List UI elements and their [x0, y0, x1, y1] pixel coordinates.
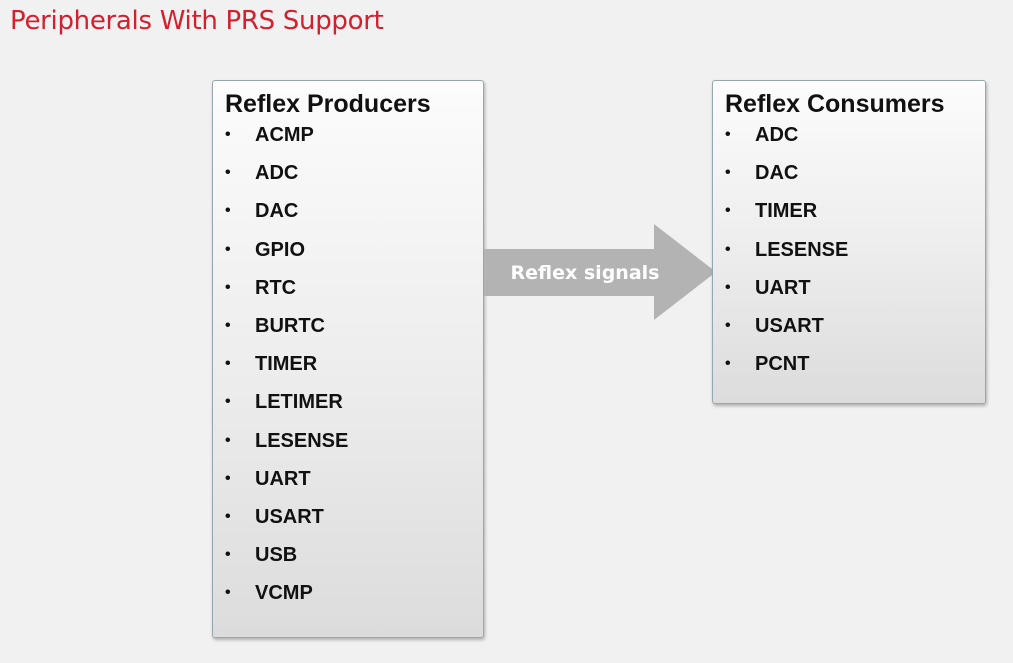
producers-box: Reflex Producers • ACMP • ADC • DAC • GPIO •…	[212, 80, 484, 638]
producer-label: RTC	[255, 276, 297, 299]
bullet-icon: •	[225, 355, 231, 373]
producer-item: • LESENSE	[225, 429, 471, 467]
bullet-icon: •	[725, 278, 731, 296]
producer-label: LETIMER	[255, 391, 343, 414]
arrow-label: Reflex signals	[510, 262, 660, 284]
producer-item: • BURTC	[225, 314, 471, 352]
producers-heading: Reflex Producers	[225, 90, 431, 118]
bullet-icon: •	[225, 240, 231, 258]
consumers-list: • ADC • DAC • TIMER • LESENSE • UART • USART •…	[725, 123, 973, 390]
producer-label: VCMP	[255, 582, 313, 605]
producer-item: • DAC	[225, 199, 471, 237]
consumers-box: Reflex Consumers • ADC • DAC • TIMER • LESEN…	[712, 80, 986, 404]
bullet-icon: •	[225, 316, 231, 334]
consumer-label: TIMER	[755, 200, 818, 223]
bullet-icon: •	[725, 240, 731, 258]
consumer-item: • LESENSE	[725, 238, 973, 276]
bullet-icon: •	[225, 469, 231, 487]
consumer-label: ADC	[755, 124, 799, 146]
producer-item: • TIMER	[225, 352, 471, 390]
reflex-signals-arrow-icon	[484, 224, 716, 320]
producer-item: • GPIO	[225, 238, 471, 276]
producer-item: • UART	[225, 467, 471, 505]
bullet-icon: •	[725, 355, 731, 373]
bullet-icon: •	[225, 126, 231, 143]
slide-title: Peripherals With PRS Support	[10, 6, 384, 36]
producer-label: USART	[255, 505, 324, 528]
bullet-icon: •	[225, 164, 231, 182]
consumer-label: LESENSE	[755, 238, 849, 261]
producer-item: • RTC	[225, 276, 471, 314]
consumer-item: • DAC	[725, 161, 973, 199]
consumer-label: DAC	[755, 162, 799, 185]
producer-label: UART	[255, 467, 311, 490]
consumer-label: PCNT	[755, 353, 810, 376]
producer-label: USB	[255, 544, 298, 567]
producer-label: ADC	[255, 162, 299, 185]
producers-list: • ACMP • ADC • DAC • GPIO • RTC • BURTC • TIMER…	[225, 123, 471, 619]
producer-label: ACMP	[255, 124, 314, 146]
producer-item: • USART	[225, 505, 471, 543]
bullet-icon: •	[225, 584, 231, 602]
consumer-label: UART	[755, 276, 811, 299]
consumer-item: • PCNT	[725, 352, 973, 390]
bullet-icon: •	[225, 202, 231, 220]
producer-label: GPIO	[255, 238, 306, 261]
bullet-icon: •	[725, 164, 731, 182]
consumer-item: • USART	[725, 314, 973, 352]
producer-item: • USB	[225, 543, 471, 581]
bullet-icon: •	[225, 507, 231, 525]
producer-label: LESENSE	[255, 429, 349, 452]
bullet-icon: •	[725, 126, 731, 143]
consumer-item: • UART	[725, 276, 973, 314]
bullet-icon: •	[225, 278, 231, 296]
producer-item: • VCMP	[225, 581, 471, 619]
arrow-shape	[484, 224, 716, 320]
producer-item: • ADC	[225, 161, 471, 199]
producer-label: DAC	[255, 200, 299, 223]
consumer-item: • TIMER	[725, 199, 973, 237]
producer-label: TIMER	[255, 353, 318, 376]
consumer-label: USART	[755, 314, 824, 337]
bullet-icon: •	[225, 431, 231, 449]
producer-label: BURTC	[255, 314, 325, 337]
producer-item: • LETIMER	[225, 390, 471, 428]
consumer-item: • ADC	[725, 123, 973, 161]
bullet-icon: •	[225, 393, 231, 411]
bullet-icon: •	[725, 316, 731, 334]
producer-item: • ACMP	[225, 123, 471, 161]
bullet-icon: •	[725, 202, 731, 220]
bullet-icon: •	[225, 546, 231, 564]
consumers-heading: Reflex Consumers	[725, 90, 945, 118]
